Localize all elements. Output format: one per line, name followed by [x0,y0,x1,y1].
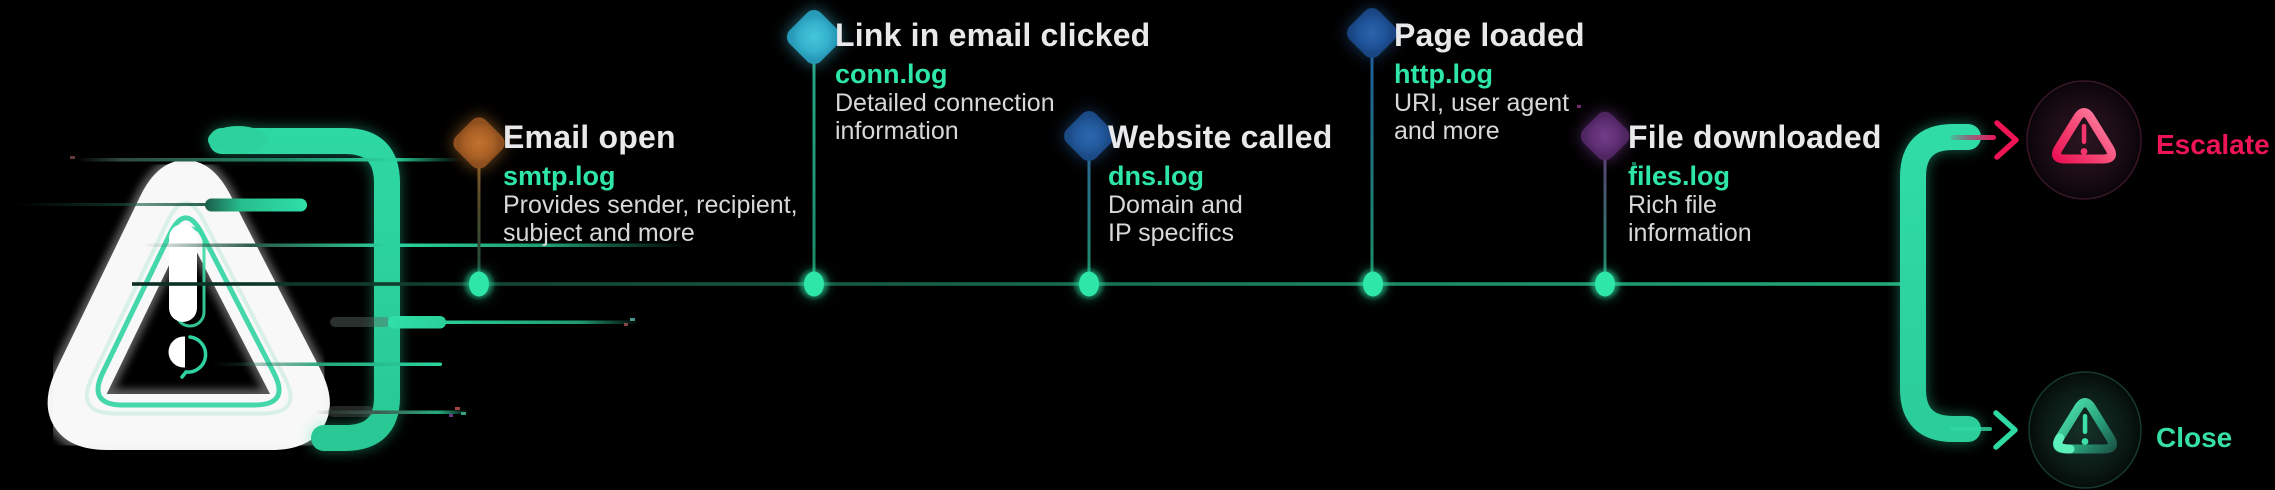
description-line: Domain and [1108,191,1243,219]
milestone-log-label: dns.log [1108,161,1204,191]
close-arrow-icon [1993,410,2018,450]
milestone-website-called: Website called dns.log Domain and IP spe… [1108,119,1333,247]
milestone-log-label: files.log [1628,161,1731,191]
milestone-title: Website called [1108,119,1333,155]
milestone-title: Link in email clicked [835,17,1151,53]
milestone-log-label: http.log [1394,59,1493,89]
escalate-label: Escalate [2156,129,2270,160]
outcome-bracket [1900,120,2019,450]
exclamation-mark [168,224,208,379]
description-line: information [835,117,959,145]
milestone-title: Email open [503,119,676,155]
milestone-description: URI, user agent and more [1394,89,1585,145]
milestone-link-clicked: Link in email clicked conn.log Detailed … [835,17,1150,145]
description-line: Detailed connection [835,89,1055,117]
timeline-line [132,282,1913,286]
escalate-arrow-icon [1994,120,2019,160]
glitch-warning-triangle-logo [15,126,688,438]
milestone-email-open: Email open smtp.log Provides sender, rec… [503,119,798,247]
alert-triangle-icon [2051,108,2117,164]
close-connector [1950,427,1992,431]
milestone-page-loaded: Page loaded http.log URI, user agent and… [1394,17,1585,145]
milestone-description: Detailed connection information [835,89,1150,145]
close-alert-icon [2028,371,2142,489]
timeline-node [469,271,489,297]
timeline-node [1363,271,1383,297]
milestone-log-label: smtp.log [503,161,616,191]
timeline-nodes [462,267,1622,301]
marker-file-downloaded-diamond [1580,111,1630,161]
close-label: Close [2156,422,2233,453]
milestone-description: Provides sender, recipient, subject and … [503,191,798,247]
echo-triangle-outline [95,215,282,408]
escalate-connector [1950,135,1996,140]
milestone-title: Page loaded [1394,17,1585,53]
timeline-node [1595,271,1615,297]
milestone-log-label: conn.log [835,59,948,89]
escalate-alert-icon [2026,80,2142,200]
marker-email-open-diamond [453,117,505,169]
milestone-stems [477,40,1607,284]
milestone-description: Rich file information [1628,191,1882,247]
milestone-markers [453,8,1636,169]
description-line: Rich file [1628,191,1717,219]
description-line: IP specifics [1108,219,1234,247]
milestone-file-downloaded: File downloaded files.log Rich file info… [1628,119,1882,247]
glitch-frame [208,126,400,451]
milestone-title: File downloaded [1628,119,1882,155]
timeline-node [1079,271,1099,297]
description-line: subject and more [503,219,695,247]
description-line: URI, user agent [1394,89,1570,117]
description-line: information [1628,219,1752,247]
description-line: and more [1394,117,1500,145]
marker-page-loaded-diamond [1347,8,1397,58]
milestone-description: Domain and IP specifics [1108,191,1333,247]
glitch-streaks [15,156,688,417]
timeline-node [804,271,824,297]
marker-link-clicked-diamond [787,10,841,64]
description-line: Provides sender, recipient, [503,191,798,219]
marker-website-called-diamond [1064,111,1114,161]
